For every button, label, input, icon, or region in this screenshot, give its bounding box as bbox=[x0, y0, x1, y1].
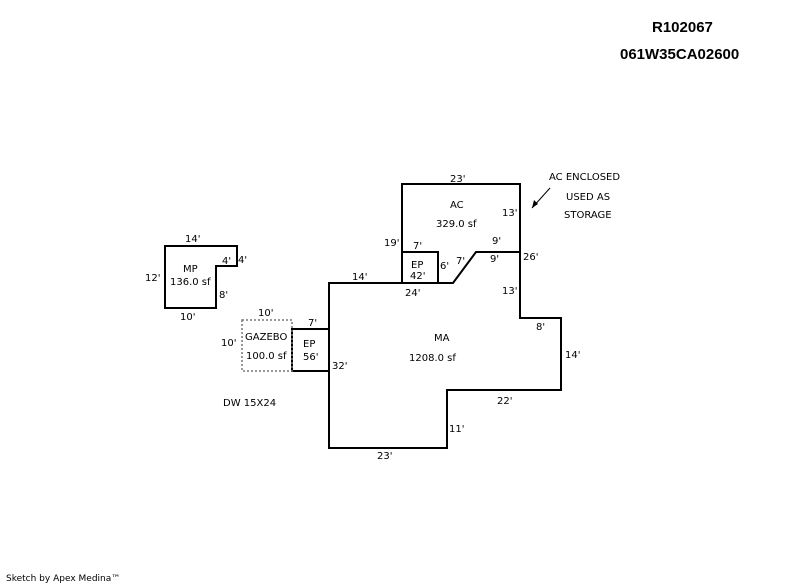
arrow-icon bbox=[531, 187, 551, 209]
ep-top-code: EP bbox=[411, 260, 423, 271]
dim-ac-left: 19' bbox=[384, 238, 399, 249]
ep-top-area: 42' bbox=[410, 271, 425, 282]
dim-ma-top-mid: 24' bbox=[405, 288, 420, 299]
dim-mp-left: 12' bbox=[145, 273, 160, 284]
mp-code: MP bbox=[183, 264, 198, 275]
dim-mp-top: 14' bbox=[185, 234, 200, 245]
dim-ep-top-side: 6' bbox=[440, 261, 449, 272]
ma-area: 1208.0 sf bbox=[409, 353, 456, 364]
ac-note-line1: AC ENCLOSED bbox=[549, 172, 620, 183]
driveway-note: DW 15X24 bbox=[223, 398, 276, 409]
dim-right-lower: 14' bbox=[565, 350, 580, 361]
dim-ac-right: 13' bbox=[502, 208, 517, 219]
dim-mp-bottom: 10' bbox=[180, 312, 195, 323]
ep-left-box bbox=[291, 328, 330, 372]
record-id: R102067 bbox=[652, 19, 713, 36]
dim-ma-top-left: 14' bbox=[352, 272, 367, 283]
parcel-id: 061W35CA02600 bbox=[620, 46, 740, 63]
dim-mp-inner-8: 8' bbox=[219, 290, 228, 301]
dim-step-8: 8' bbox=[536, 322, 545, 333]
mp-outline bbox=[164, 245, 238, 309]
dim-gazebo-top: 10' bbox=[258, 308, 273, 319]
dim-ep-left-width: 7' bbox=[308, 318, 317, 329]
ep-top-box bbox=[401, 251, 439, 284]
dim-notch: 9' bbox=[492, 236, 501, 247]
dim-mp-right-top: 4' bbox=[238, 255, 247, 266]
ac-code: AC bbox=[450, 200, 464, 211]
ep-left-code: EP bbox=[303, 339, 315, 350]
mp-area: 136.0 sf bbox=[170, 277, 211, 288]
dim-right-mid: 13' bbox=[502, 286, 517, 297]
ma-ac-outline bbox=[328, 183, 562, 449]
dim-ep-top-width: 7' bbox=[413, 241, 422, 252]
dim-gazebo-left: 10' bbox=[221, 338, 236, 349]
ac-note-line2: USED AS bbox=[566, 192, 610, 203]
gazebo-area: 100.0 sf bbox=[246, 351, 287, 362]
dim-bottom-mid: 22' bbox=[497, 396, 512, 407]
dim-right-upper: 26' bbox=[523, 252, 538, 263]
ac-area: 329.0 sf bbox=[436, 219, 477, 230]
gazebo-box bbox=[241, 319, 293, 372]
ma-code: MA bbox=[434, 333, 450, 344]
dim-ma-left: 32' bbox=[332, 361, 347, 372]
dim-diag: 7' bbox=[456, 256, 465, 267]
ac-note-line3: STORAGE bbox=[564, 210, 612, 221]
footer-credit: Sketch by Apex Medina™ bbox=[6, 574, 121, 584]
dim-notch-low: 9' bbox=[490, 254, 499, 265]
gazebo-code: GAZEBO bbox=[245, 332, 287, 343]
ep-left-area: 56' bbox=[303, 352, 318, 363]
dim-ac-top: 23' bbox=[450, 174, 465, 185]
dim-mp-inner-4: 4' bbox=[222, 256, 231, 267]
dim-bottom: 23' bbox=[377, 451, 392, 462]
dim-bottom-step: 11' bbox=[449, 424, 464, 435]
